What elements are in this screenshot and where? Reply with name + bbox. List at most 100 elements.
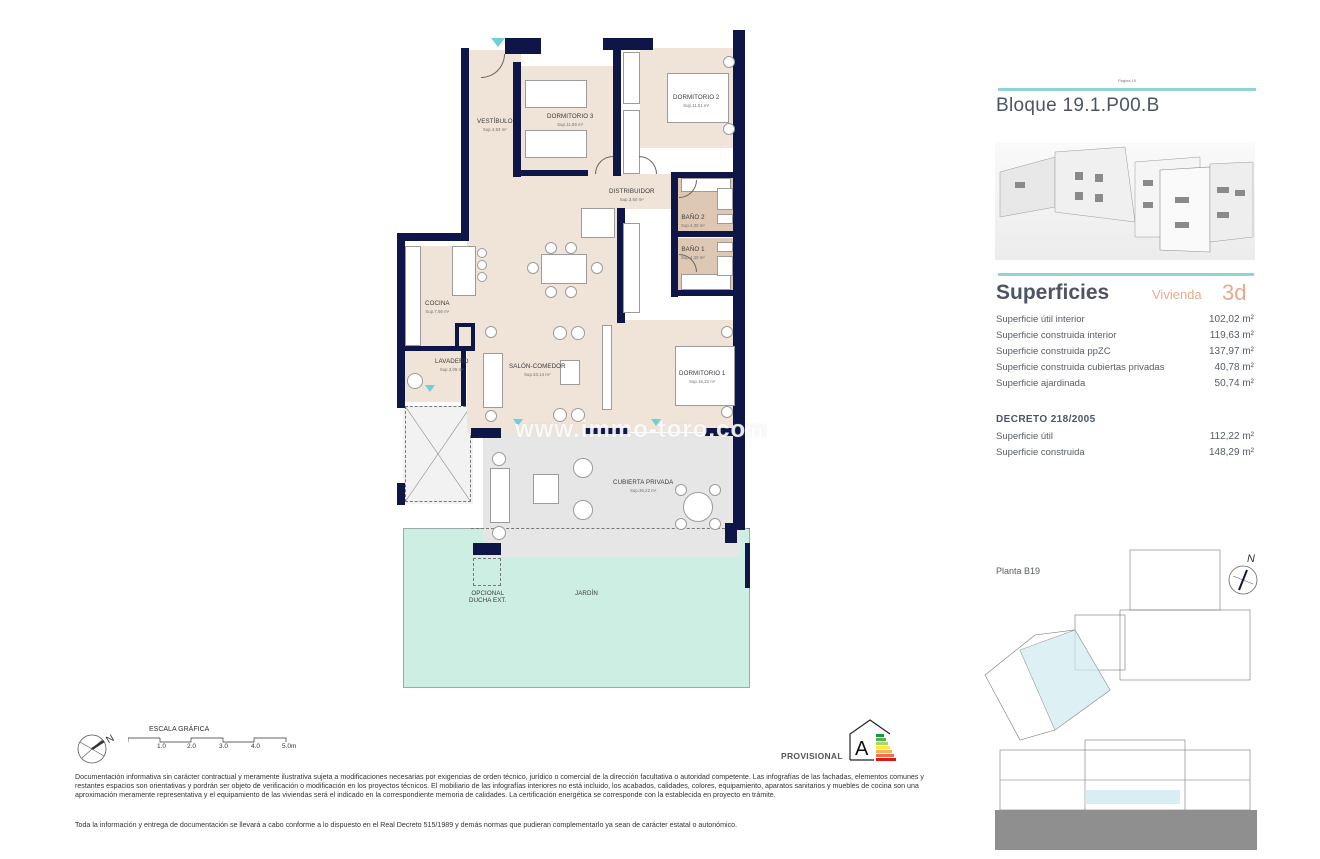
energy-rating-icon: A [849,719,896,761]
wall [461,346,466,406]
superficies-title: Superficies [996,281,1110,304]
side-table [492,452,506,466]
armchair [571,326,585,340]
key-plan-drawing: N [984,549,1258,850]
wall [613,46,621,176]
armchair [553,326,567,340]
armchair [571,408,585,422]
wall [405,346,475,351]
sink [717,256,733,276]
wall [671,290,737,296]
wall [725,523,737,543]
entry-marker [513,419,523,426]
building-render [995,142,1255,260]
outdoor-chair [675,518,687,530]
disclaimer-text: Documentación informativa sin carácter c… [75,773,924,800]
lamp [485,326,497,338]
armchair [553,408,567,422]
round-table [683,492,713,522]
label-jardin: JARDÍN [575,590,598,597]
kitchen-island [452,246,476,296]
outdoor-chair [573,500,593,520]
outdoor-chair [573,458,593,478]
entry-marker [425,385,435,392]
nightstand-lamp [723,56,735,68]
sofa [483,353,503,408]
wall [505,38,541,54]
divider [998,273,1254,276]
wall [705,428,740,436]
nightstand-lamp [721,406,733,418]
wall [471,428,501,438]
wall [671,172,737,178]
scale-tick: 3.0 [219,743,229,750]
coffee-table [560,360,580,385]
wall [513,62,521,177]
washing-machine [407,373,423,389]
outdoor-table [533,474,559,504]
wardrobe [623,223,640,313]
svg-text:A: A [855,738,869,760]
key-plan: N [975,540,1265,850]
bed [525,130,587,158]
wall [617,208,625,323]
wall [513,170,588,176]
nightstand-lamp [723,123,735,135]
chair [591,262,603,274]
side-table [492,526,506,540]
tv-unit [602,325,612,410]
outdoor-chair [675,484,687,496]
wall [461,48,469,240]
scale-tick: 4.0 [251,743,261,750]
wall [733,30,745,530]
terrace-outline [471,528,750,530]
energy-status: PROVISIONAL [781,751,843,761]
legal-notice-text: Toda la información y entrega de documen… [75,821,738,829]
vivienda-type: 3d [1222,280,1247,305]
sink [717,188,733,210]
wall [603,38,653,50]
vivienda-label: Vivienda [1152,287,1202,302]
north-arrow-icon: N [1228,553,1258,595]
chair [565,242,577,254]
outdoor-shower [473,558,501,586]
pergola-cross [405,406,471,502]
decreto-title: DECRETO 218/2005 [996,414,1096,425]
wall [745,543,750,588]
bed [525,80,587,108]
scale-tick: 1.0 [157,743,167,750]
svg-text:N: N [1247,553,1255,565]
entry-marker [491,38,505,47]
scale-title: ESCALA GRÁFICA [149,726,210,733]
wall [671,231,737,237]
entry-marker [651,419,661,426]
pergola-outline [405,406,471,502]
scale-tick: 2.0 [187,743,197,750]
outdoor-sofa [490,468,510,523]
kitchen-counter [405,246,421,346]
page-reference: Página 19 [1118,78,1137,83]
planta-label: Planta B19 [996,566,1041,576]
outdoor-chair [709,518,721,530]
bed [667,73,729,123]
block-title: Bloque 19.1.P00.B [996,95,1160,116]
chair [545,242,557,254]
toilet [717,214,733,224]
lamp [485,410,497,422]
dining-table [541,254,587,284]
wall [473,543,501,555]
bar-stool [477,248,487,258]
north-compass-icon: N [77,733,116,764]
wardrobe [623,110,640,174]
